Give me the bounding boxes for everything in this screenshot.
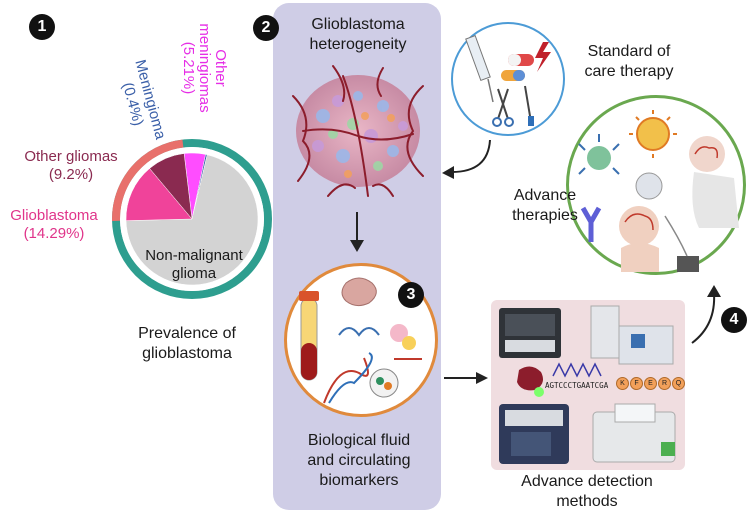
other-gliomas-label: Other gliomas — [24, 148, 118, 165]
detection-caption: Advance detection methods — [512, 472, 662, 512]
pie-malignant-ring-arc — [112, 139, 184, 222]
other-gliomas-pct: (9.2%) — [48, 166, 94, 183]
step-2-number: 2 — [261, 19, 271, 36]
standard-care-line1: Standard of — [587, 43, 671, 60]
step-1-badge: 1 — [29, 14, 55, 40]
step-4-number: 4 — [729, 311, 739, 328]
pie-slice-other-gliomas — [149, 153, 193, 220]
advance-therapies-label: Advance therapies — [502, 186, 588, 226]
pie-label-other-gliomas: Other gliomas (9.2%) — [12, 148, 130, 184]
arrow-right-to-detection — [444, 372, 488, 384]
standard-care-line2: care therapy — [584, 63, 674, 80]
biomarkers-caption: Biological fluid and circulating biomark… — [288, 431, 430, 491]
peptide-residue: Q — [672, 377, 685, 390]
pie-label-non-malignant: Non-malignant glioma — [134, 247, 254, 283]
standard-care-illustration — [465, 34, 551, 127]
arrow-down-to-step3 — [350, 212, 364, 252]
biomarkers-caption-line3: biomarkers — [319, 472, 399, 489]
peptide-residue: E — [644, 377, 657, 390]
glioblastoma-label: Glioblastoma — [10, 207, 98, 224]
pie-label-other-meningiomas: Other meningiomas (5.21%) — [180, 22, 229, 114]
non-malignant-line2: glioma — [171, 265, 217, 282]
peptide-residue: F — [630, 377, 643, 390]
heterogeneity-title-line2: heterogeneity — [309, 36, 407, 53]
sequence-text: AGTCCCTGAATCGA — [545, 381, 609, 390]
step-3-badge: 3 — [398, 282, 424, 308]
heterogeneity-title-line1: Glioblastoma — [311, 16, 405, 33]
advance-therapies-illustration — [578, 110, 739, 272]
other-meningiomas-pct: (5.21%) — [180, 41, 197, 95]
peptide-sequence: K F E R Q — [616, 377, 685, 390]
prevalence-caption-line2: glioblastoma — [142, 345, 232, 362]
standard-care-label: Standard of care therapy — [568, 42, 690, 82]
peptide-residue: K — [616, 377, 629, 390]
biomarkers-illustration — [299, 277, 422, 404]
pie-slice-non-malignant-glioma — [125, 154, 259, 286]
prevalence-caption: Prevalence of glioblastoma — [121, 324, 253, 364]
detection-caption-line2: methods — [556, 493, 618, 510]
biomarkers-caption-line1: Biological fluid — [307, 432, 411, 449]
advance-therapies-line2: therapies — [512, 207, 578, 224]
non-malignant-line1: Non-malignant — [145, 247, 243, 264]
detection-instruments-illustration — [499, 305, 676, 464]
other-meningiomas-line2: meningiomas — [196, 23, 213, 113]
arrow-care-to-heterogeneity — [442, 139, 491, 179]
biomarkers-caption-line2: and circulating — [307, 452, 411, 469]
step-1-number: 1 — [37, 18, 47, 35]
pie-slice-glioblastoma — [125, 168, 193, 221]
step-3-number: 3 — [406, 286, 416, 303]
detection-caption-line1: Advance detection — [521, 473, 653, 490]
step-4-badge: 4 — [721, 307, 747, 333]
heterogeneity-title: Glioblastoma heterogeneity — [296, 15, 420, 55]
tumor-cell-cluster-illustration — [292, 65, 424, 197]
prevalence-caption-line1: Prevalence of — [138, 325, 236, 342]
other-meningiomas-line1: Other — [212, 49, 229, 87]
arrow-detection-to-therapies — [691, 285, 721, 344]
glioblastoma-pct: (14.29%) — [23, 225, 85, 242]
step-2-badge: 2 — [253, 15, 279, 41]
pie-label-glioblastoma: Glioblastoma (14.29%) — [0, 207, 108, 243]
advance-therapies-line1: Advance — [513, 187, 577, 204]
peptide-residue: R — [658, 377, 671, 390]
prevalence-pie-chart — [112, 139, 272, 299]
